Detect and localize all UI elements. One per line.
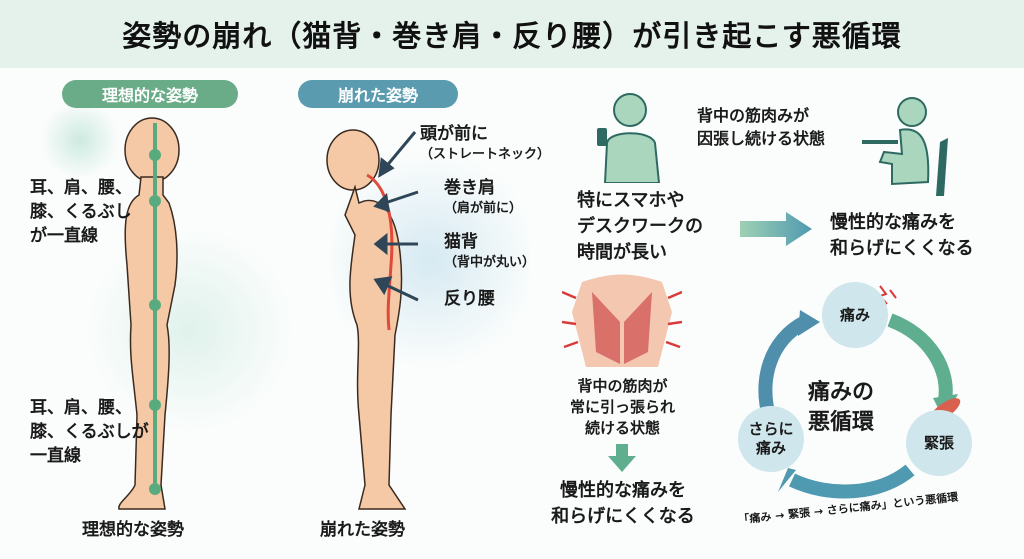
bad-label-waist: 反り腰 [444, 287, 495, 311]
cycle-center-title: 痛みの 悪循環 [808, 378, 874, 438]
note-line: が一直線 [30, 226, 98, 246]
ideal-note-bottom: 耳、肩、腰、 膝、くるぶしが 一直線 [30, 396, 149, 468]
label-main: 猫背 [444, 232, 478, 252]
text-line: 因張し続ける状態 [697, 129, 826, 148]
bad-label-back: 猫背 （背中が丸い） [444, 230, 535, 272]
text-line: 背中の筋肉が [577, 377, 668, 395]
pointer-arrows [373, 131, 419, 302]
text-line: 背中の筋肉みが [697, 106, 810, 125]
text-line: 慢性的な痛みを [830, 212, 956, 233]
text-line: 特にスマホや [577, 190, 685, 211]
note-line: 耳、肩、腰、 [30, 178, 132, 198]
bad-label-shoulder: 巻き肩 （肩が前に） [444, 176, 522, 218]
text-line: 慢性的な痛みを [560, 480, 686, 501]
node-line: さらに [748, 420, 794, 438]
note-line: 膝、くるぶしが [30, 422, 149, 442]
label-sub: （ストレートネック） [420, 147, 551, 162]
bad-caption: 崩れた姿勢 [320, 520, 405, 540]
cycle-node-more-pain: さらに 痛み [738, 406, 804, 472]
label-main: 頭が前に [420, 124, 488, 144]
page-title: 姿勢の崩れ（猫背・巻き肩・反り腰）が引き起こす悪循環 [122, 19, 902, 53]
text-line: 続ける状態 [584, 419, 660, 437]
bad-posture-figure [326, 129, 407, 510]
back-muscle-illustration [562, 274, 682, 367]
label-sub: （肩が前に） [444, 201, 523, 216]
node-line: 痛み [755, 439, 786, 457]
right-arrow-icon [740, 212, 812, 246]
background-glow [80, 230, 300, 430]
ideal-posture-figure [118, 117, 180, 510]
sparkle-glow [40, 100, 120, 180]
cycle-node-tension: 緊張 [906, 410, 972, 476]
note-line: 膝、くるぶし [30, 202, 132, 222]
down-arrow-icon [608, 444, 636, 472]
ideal-caption: 理想的な姿勢 [82, 520, 184, 540]
text-line: デスクワークの [577, 216, 703, 237]
note-line: 耳、肩、腰、 [30, 398, 132, 418]
cycle-node-pain: 痛み [822, 282, 888, 348]
text-line: 常に引っ張られ [569, 398, 675, 416]
result-right-text: 慢性的な痛みを 和らげにくくなる [830, 210, 974, 262]
label-sub: （背中が丸い） [444, 255, 536, 270]
text-line: 和らげにくくなる [830, 238, 974, 259]
text-line: 時間が長い [577, 242, 667, 263]
desk-text: 背中の筋肉みが 因張し続ける状態 [697, 104, 825, 150]
text-line: 和らげにくくなる [551, 506, 695, 527]
label-main: 巻き肩 [444, 178, 495, 198]
note-line: 一直線 [30, 446, 81, 466]
bad-label-head: 頭が前に （ストレートネック） [420, 122, 550, 164]
label-main: 反り腰 [444, 289, 495, 309]
bad-posture-pill: 崩れた姿勢 [298, 80, 458, 108]
desk-worker-icon [862, 97, 948, 196]
result-bottom-text: 慢性的な痛みを 和らげにくくなる [543, 478, 703, 530]
ideal-posture-pill: 理想的な姿勢 [62, 80, 238, 108]
header-band: 姿勢の崩れ（猫背・巻き肩・反り腰）が引き起こす悪循環 [0, 0, 1024, 68]
title-line: 痛みの [808, 380, 875, 405]
ideal-note-top: 耳、肩、腰、 膝、くるぶし が一直線 [30, 176, 132, 248]
cause-text: 特にスマホや デスクワークの 時間が長い [577, 188, 703, 266]
title-line: 悪循環 [808, 410, 875, 435]
muscle-text: 背中の筋肉が 常に引っ張られ 続ける状態 [560, 376, 685, 439]
phone-user-icon [597, 93, 661, 183]
